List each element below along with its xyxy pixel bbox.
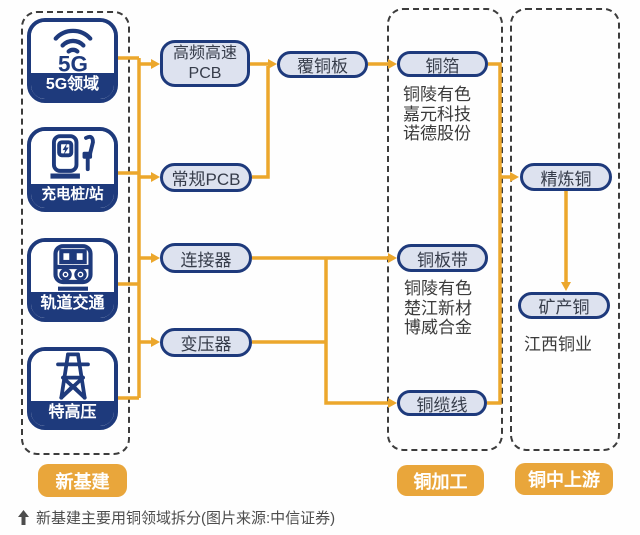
node-regular-pcb: 常规PCB bbox=[160, 163, 252, 192]
node-transformer: 变压器 bbox=[160, 328, 252, 357]
tile-rail-transit: 轨道交通 bbox=[27, 238, 118, 322]
train-icon bbox=[31, 242, 114, 292]
power-tower-icon bbox=[31, 351, 114, 401]
node-copper-cable: 铜缆线 bbox=[397, 390, 487, 416]
tile-charging-station: 充电桩/站 bbox=[27, 127, 118, 212]
tile-5g: 5G 5G领域 bbox=[27, 18, 118, 103]
copper-upstream-frame bbox=[510, 8, 620, 451]
mineral-company: 江西铜业 bbox=[524, 335, 592, 354]
node-ccl: 覆铜板 bbox=[277, 51, 368, 78]
company: 铜陵有色 bbox=[404, 279, 472, 298]
svg-text:5G: 5G bbox=[58, 51, 88, 73]
node-mineral-copper: 矿产铜 bbox=[518, 292, 610, 319]
company: 嘉元科技 bbox=[403, 104, 471, 124]
tile-rail-transit-label: 轨道交通 bbox=[31, 292, 114, 318]
charging-station-icon bbox=[31, 131, 114, 184]
up-arrow-icon bbox=[18, 510, 29, 525]
node-connector: 连接器 bbox=[160, 243, 252, 273]
node-copper-strip: 铜板带 bbox=[397, 244, 488, 272]
company: 诺德股份 bbox=[403, 124, 471, 143]
stage-label-copper-upstream: 铜中上游 bbox=[515, 463, 613, 495]
caption-text: 新基建主要用铜领域拆分(图片来源:中信证券) bbox=[36, 510, 336, 527]
node-copper-foil: 铜箔 bbox=[397, 51, 488, 77]
company: 铜陵有色 bbox=[403, 85, 471, 104]
strip-companies: 铜陵有色 楚江新材 博威合金 bbox=[404, 279, 472, 338]
tile-5g-label: 5G领域 bbox=[31, 73, 114, 99]
wifi-5g-icon: 5G bbox=[31, 22, 114, 73]
tile-uhv: 特高压 bbox=[27, 347, 118, 430]
tile-charging-station-label: 充电桩/站 bbox=[31, 183, 114, 208]
tile-uhv-label: 特高压 bbox=[31, 401, 114, 426]
node-hf-pcb-line1: 高频高速 bbox=[172, 44, 237, 62]
node-hf-pcb-line2: PCB bbox=[188, 64, 222, 82]
company: 博威合金 bbox=[404, 318, 472, 337]
node-refined-copper: 精炼铜 bbox=[520, 163, 612, 191]
stage-label-copper-processing: 铜加工 bbox=[397, 465, 484, 496]
stage-label-new-infrastructure: 新基建 bbox=[38, 464, 127, 497]
caption: 新基建主要用铜领域拆分(图片来源:中信证券) bbox=[18, 507, 335, 528]
foil-companies: 铜陵有色 嘉元科技 诺德股份 bbox=[403, 85, 471, 144]
node-hf-pcb: 高频高速 PCB bbox=[160, 40, 250, 87]
company: 楚江新材 bbox=[404, 298, 472, 318]
